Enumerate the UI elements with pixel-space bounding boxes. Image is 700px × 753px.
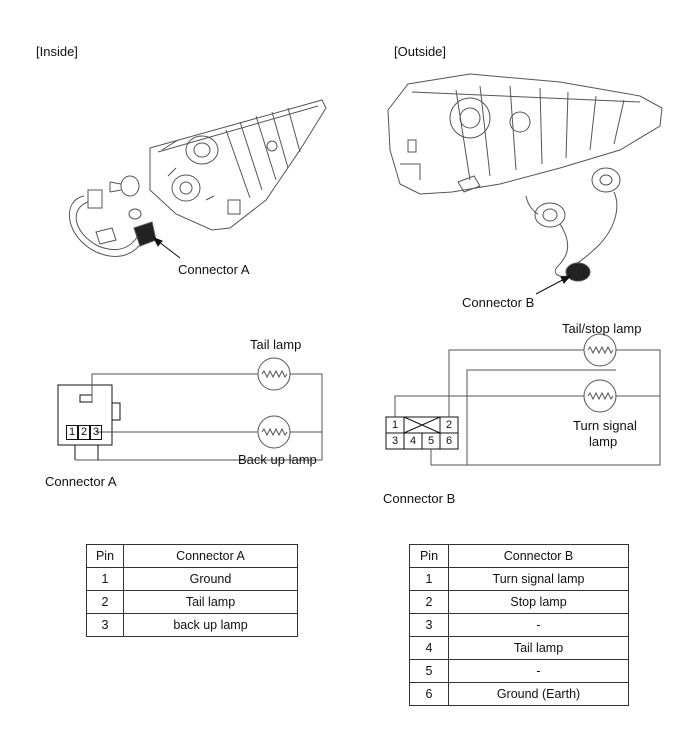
- backup-lamp-label: Back up lamp: [238, 452, 317, 467]
- schematic-b-connector-label: Connector B: [383, 491, 456, 506]
- tail-stop-lamp-label: Tail/stop lamp: [562, 321, 642, 336]
- schematic-a-connector-label: Connector A: [45, 474, 117, 489]
- table-header-row: Pin Connector B: [409, 544, 629, 568]
- connector-column-header: Connector B: [448, 544, 629, 568]
- pin-number-cell: 1: [86, 567, 124, 591]
- pin-number-cell: 1: [409, 567, 449, 591]
- pin-number-cell: 4: [409, 636, 449, 660]
- pin-function-cell: -: [448, 613, 629, 637]
- table-row: 1 Ground: [86, 567, 298, 591]
- backup-lamp-bulb-symbol: [257, 415, 291, 449]
- table-row: 4 Tail lamp: [409, 636, 629, 660]
- pin-function-cell: Tail lamp: [448, 636, 629, 660]
- table-row: 2 Stop lamp: [409, 590, 629, 614]
- table-header-row: Pin Connector A: [86, 544, 298, 568]
- connector-b-schematic: [385, 416, 459, 450]
- turn-signal-lamp-bulb-symbol: [583, 379, 617, 413]
- table-row: 5 -: [409, 659, 629, 683]
- pin-function-cell: Ground (Earth): [448, 682, 629, 706]
- table-row: 3 back up lamp: [86, 613, 298, 637]
- connector-a-callout: Connector A: [178, 262, 250, 277]
- pin-function-cell: -: [448, 659, 629, 683]
- pin-number-cell: 5: [409, 659, 449, 683]
- tail-lamp-bulb-symbol: [257, 357, 291, 391]
- turn-signal-lamp-label-line2: lamp: [589, 434, 618, 449]
- pin-number-cell: 3: [409, 613, 449, 637]
- pin-number-cell: 3: [86, 613, 124, 637]
- connector-b-pin-5: 5: [427, 435, 435, 447]
- pin-number-cell: 2: [409, 590, 449, 614]
- table-row: 6 Ground (Earth): [409, 682, 629, 706]
- inside-tail-lamp-illustration: [69, 99, 327, 257]
- connector-b-callout: Connector B: [462, 295, 535, 310]
- connector-b-pin-1: 1: [391, 419, 399, 431]
- outside-tail-lamp-illustration: [387, 73, 663, 282]
- table-row: 2 Tail lamp: [86, 590, 298, 614]
- pin-number-cell: 2: [86, 590, 124, 614]
- turn-signal-lamp-label-line1: Turn signal: [573, 418, 637, 433]
- connector-column-header: Connector A: [123, 544, 298, 568]
- connector-a-pin-1: 1: [66, 425, 78, 440]
- pin-column-header: Pin: [409, 544, 449, 568]
- tail-stop-lamp-bulb-symbol: [583, 333, 617, 367]
- pin-function-cell: Tail lamp: [123, 590, 298, 614]
- connector-a-pin-2: 2: [78, 425, 90, 440]
- connector-b-pin-6: 6: [445, 435, 453, 447]
- pin-function-cell: back up lamp: [123, 613, 298, 637]
- pin-function-cell: Ground: [123, 567, 298, 591]
- tail-lamp-label: Tail lamp: [250, 337, 302, 352]
- inside-view-heading: [Inside]: [36, 44, 78, 59]
- connector-b-pin-table: Pin Connector B 1 Turn signal lamp 2 Sto…: [409, 544, 629, 706]
- connector-b-pin-3: 3: [391, 435, 399, 447]
- table-row: 3 -: [409, 613, 629, 637]
- connector-b-pin-4: 4: [409, 435, 417, 447]
- connector-a-schematic: [57, 384, 121, 460]
- pin-function-cell: Turn signal lamp: [448, 567, 629, 591]
- connector-a-pin-table: Pin Connector A 1 Ground 2 Tail lamp 3 b…: [86, 544, 298, 637]
- pin-number-cell: 6: [409, 682, 449, 706]
- pin-function-cell: Stop lamp: [448, 590, 629, 614]
- outside-view-heading: [Outside]: [394, 44, 447, 59]
- connector-a-pin-3: 3: [90, 425, 102, 440]
- table-row: 1 Turn signal lamp: [409, 567, 629, 591]
- connector-b-pin-2: 2: [445, 419, 453, 431]
- pin-column-header: Pin: [86, 544, 124, 568]
